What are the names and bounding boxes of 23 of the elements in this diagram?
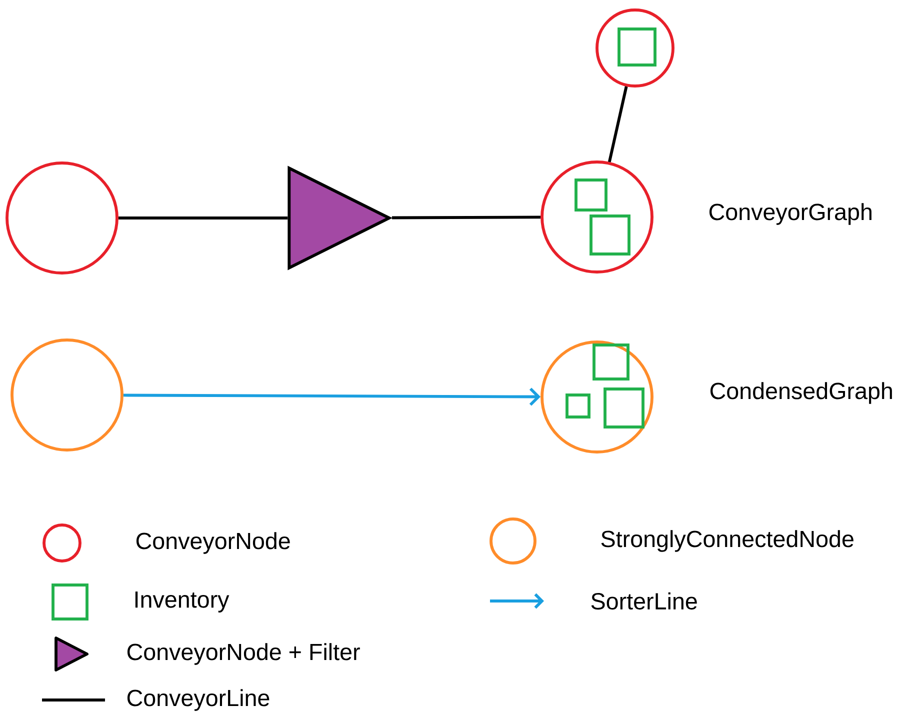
graph-label: ConveyorGraph xyxy=(709,203,872,225)
graph-label: CondensedGraph xyxy=(710,382,892,404)
inventory-square xyxy=(566,394,590,418)
inventory-square xyxy=(618,28,656,66)
legend-text: StronglyConnectedNode xyxy=(601,530,854,552)
inventory-square xyxy=(604,388,644,428)
circle-node xyxy=(540,340,654,454)
legend-text: Inventory xyxy=(135,592,230,612)
circle-node xyxy=(10,338,124,452)
legend-text: ConveyorNode xyxy=(136,532,290,554)
arrow xyxy=(123,388,541,406)
inventory-square xyxy=(592,344,630,380)
circle-node xyxy=(6,162,118,274)
circle-node xyxy=(540,160,654,274)
legend-text: SorterLine xyxy=(591,592,697,610)
circle-node xyxy=(596,8,674,88)
inventory-square xyxy=(590,214,630,256)
connector-line xyxy=(118,216,288,220)
legend-text: ConveyorNode + Filter xyxy=(127,643,360,665)
connector-line xyxy=(392,216,541,220)
connector-line xyxy=(608,86,628,162)
inventory-square xyxy=(574,178,608,212)
legend-text: ConveyorLine xyxy=(127,689,270,711)
